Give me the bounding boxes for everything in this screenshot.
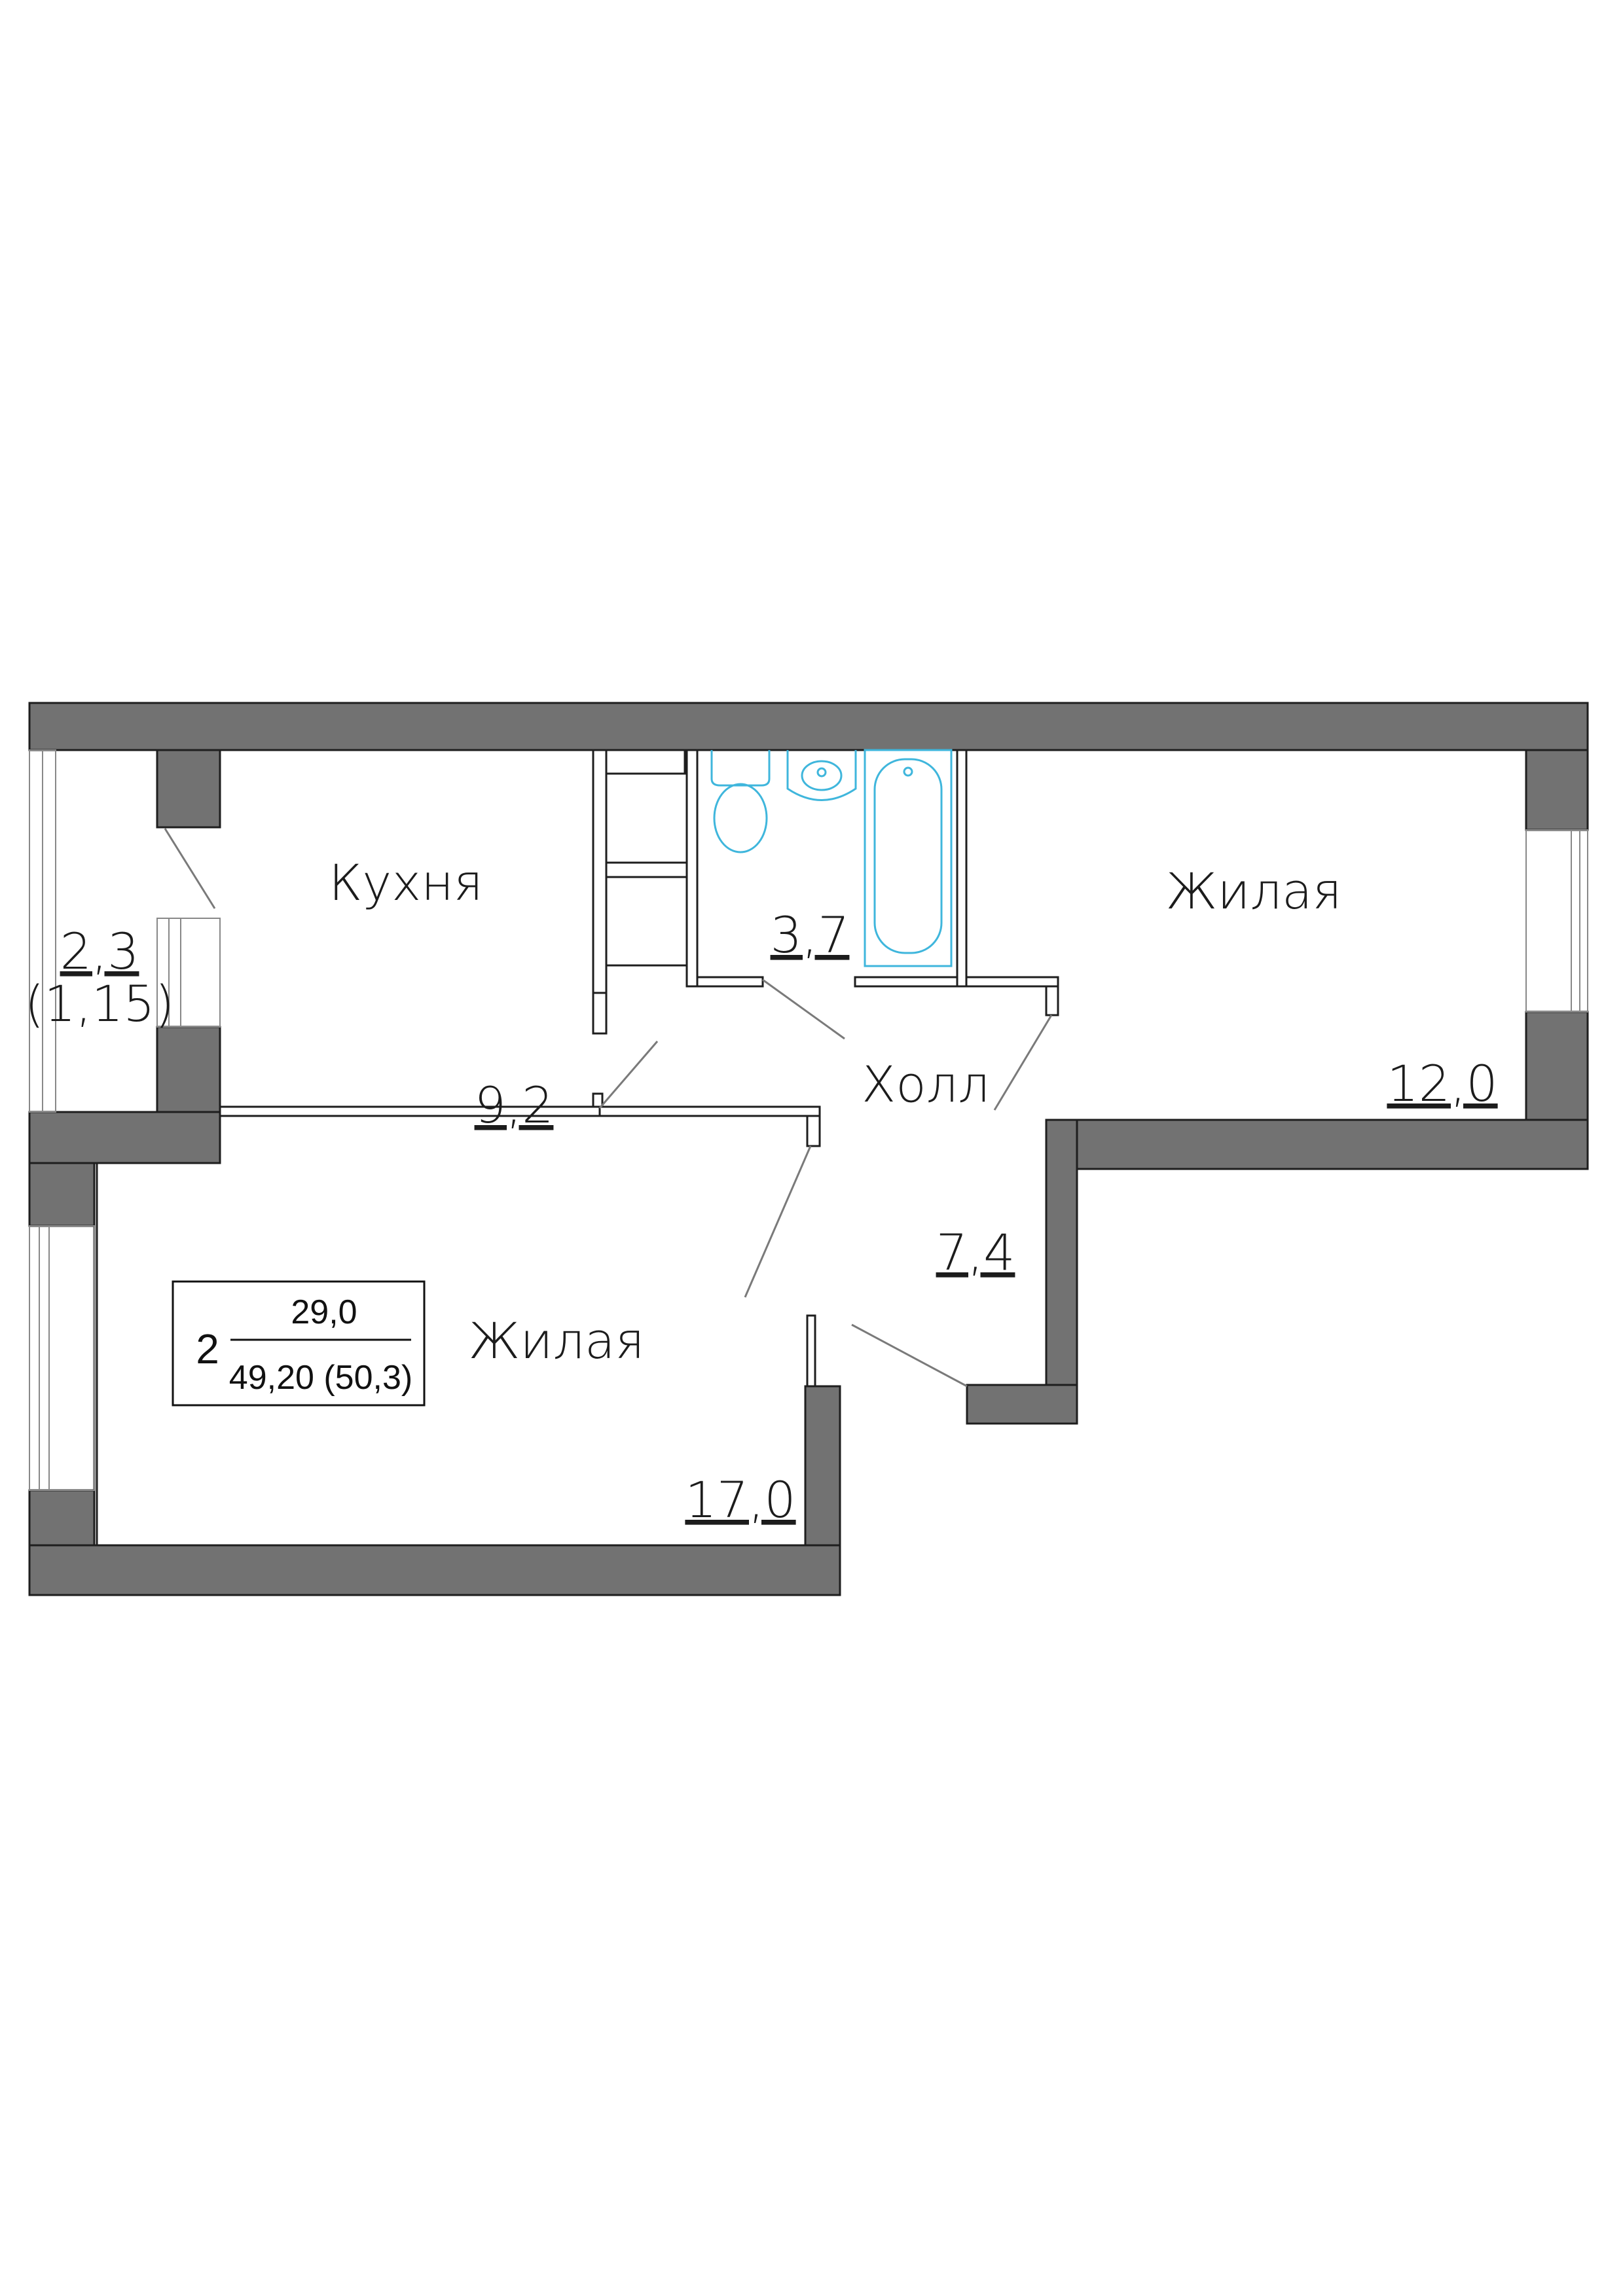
top-wall	[28, 702, 1589, 751]
partition-kitchen-bath-low	[592, 992, 608, 1035]
partition-hall-stub	[806, 1314, 816, 1388]
doors	[164, 828, 1053, 1388]
partition-stub	[806, 1115, 821, 1147]
living-left-name: Жилая	[468, 1312, 644, 1370]
balcony-door-window	[156, 918, 221, 1028]
right-pier-upper	[1525, 749, 1589, 831]
cabinet-top	[605, 749, 686, 775]
toilet-icon	[710, 750, 771, 853]
cabinet-upper	[605, 772, 688, 864]
door-entrance	[851, 1323, 968, 1388]
living-right-area: 12,0	[1387, 1054, 1497, 1113]
balcony-reduced-area: (1,15)	[25, 975, 175, 1033]
door-living-left	[744, 1145, 812, 1298]
step-wall-vertical	[1045, 1119, 1078, 1425]
rooms-count: 2	[196, 1325, 219, 1372]
step-wall-horizontal	[1045, 1119, 1589, 1170]
kitchen-name: Кухня	[329, 853, 483, 912]
partitions	[93, 749, 1059, 1547]
sink-icon	[786, 750, 857, 801]
hall-area: 7,4	[936, 1223, 1015, 1282]
living-left-area: 17,0	[685, 1471, 795, 1529]
door-bathroom	[762, 978, 845, 1040]
balcony-area: 2,3	[60, 922, 139, 980]
door-living-right	[993, 1014, 1053, 1111]
partition-kitchen-bath	[592, 749, 608, 994]
partition-door-stub	[592, 1092, 604, 1108]
left-pier-mid	[28, 1111, 221, 1164]
window-living-left	[29, 1225, 95, 1491]
kitchen-area: 9,2	[475, 1076, 554, 1134]
left-pier-low	[28, 1162, 96, 1227]
entrance-wall	[966, 1384, 1078, 1425]
living-right-name: Жилая	[1165, 862, 1341, 920]
summary-box: 2 29,0 49,20 (50,3)	[172, 1280, 426, 1407]
partition-bath-living	[956, 749, 968, 988]
kitchen-cabinets	[605, 749, 699, 988]
windows	[29, 749, 1588, 1491]
bathroom-area: 3,7	[771, 906, 850, 964]
partition-living-hall	[598, 1105, 821, 1117]
bath-bottom-left	[696, 976, 764, 988]
bottom-wall	[28, 1544, 841, 1596]
cabinet-lower	[605, 876, 688, 967]
door-balcony	[164, 828, 216, 909]
partition-living-right-door	[1045, 985, 1059, 1016]
living-area-total: 29,0	[291, 1293, 357, 1331]
plumbing	[710, 749, 953, 967]
hall-name: Холл	[862, 1055, 990, 1113]
total-area: 49,20 (50,3)	[229, 1359, 412, 1397]
walls	[28, 702, 1589, 1596]
summary-frame	[172, 1280, 426, 1407]
bottom-left-pier	[28, 1489, 96, 1547]
bath-wall-left	[685, 749, 699, 988]
room-labels: Кухня 9,2 3,7 Холл 7,4 Жилая 12,0 Жилая …	[25, 853, 1498, 1529]
left-pier-top	[156, 1026, 221, 1113]
door-kitchen	[598, 1041, 659, 1109]
bottom-right-pier	[804, 1385, 841, 1547]
top-left-pier	[156, 749, 221, 829]
bathtub-icon	[864, 749, 953, 967]
window-living-right	[1525, 829, 1588, 1013]
